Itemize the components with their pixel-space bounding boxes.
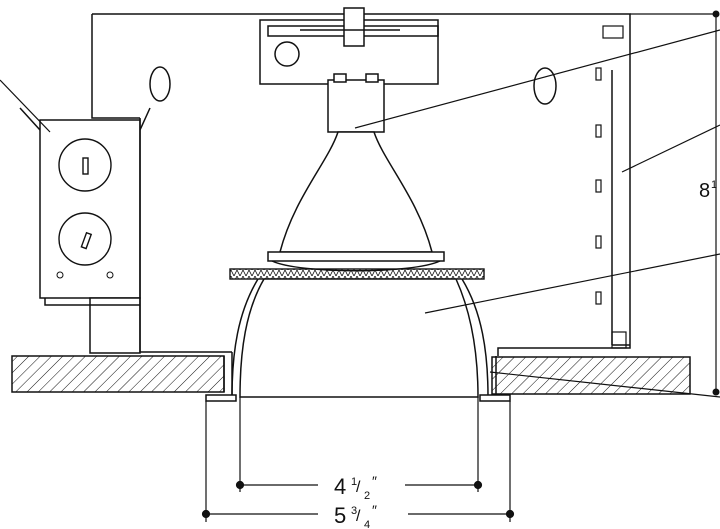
svg-text:/: / bbox=[356, 479, 361, 496]
svg-text:1: 1 bbox=[351, 476, 357, 488]
junction-box bbox=[19, 107, 151, 354]
svg-text:/: / bbox=[356, 508, 361, 525]
ceiling-right bbox=[491, 356, 691, 395]
box-screw-right bbox=[106, 271, 114, 279]
svg-text:2: 2 bbox=[364, 490, 370, 502]
dimension-label-inner: 4 1 / 2 ″ bbox=[334, 473, 377, 502]
frame-slots bbox=[595, 67, 602, 305]
socket-bracket bbox=[259, 7, 439, 85]
svg-text:″: ″ bbox=[372, 502, 377, 518]
svg-text:5: 5 bbox=[334, 503, 346, 528]
housing-frame bbox=[91, 13, 631, 356]
receptacle-lower bbox=[58, 212, 112, 266]
lamp-socket bbox=[327, 73, 385, 133]
svg-text:1: 1 bbox=[711, 179, 717, 191]
knockout-right bbox=[533, 67, 557, 105]
leader-lines bbox=[0, 29, 720, 398]
svg-text:4: 4 bbox=[364, 519, 370, 529]
dimension-line-inner bbox=[235, 480, 483, 490]
dimension-line-outer bbox=[201, 509, 515, 519]
height-dimension-end-top bbox=[712, 10, 720, 18]
dimension-label-height: 8 1 bbox=[699, 179, 717, 202]
svg-text:8: 8 bbox=[699, 180, 710, 202]
trim-flange bbox=[229, 268, 485, 280]
svg-text:4: 4 bbox=[334, 474, 346, 499]
box-screw-left bbox=[56, 271, 64, 279]
ceiling-left bbox=[11, 355, 225, 393]
svg-text:″: ″ bbox=[372, 473, 377, 489]
lamp-bulb bbox=[267, 131, 445, 272]
dimension-extension-lines bbox=[205, 13, 718, 522]
reflector-trim bbox=[205, 278, 511, 402]
svg-text:3: 3 bbox=[351, 505, 357, 517]
height-dimension-end-bottom bbox=[712, 388, 720, 396]
receptacle-upper bbox=[58, 138, 112, 192]
frame-bracket-right bbox=[602, 25, 627, 349]
dimension-label-outer: 5 3 / 4 ″ bbox=[334, 502, 377, 529]
knockout-left bbox=[149, 66, 171, 102]
